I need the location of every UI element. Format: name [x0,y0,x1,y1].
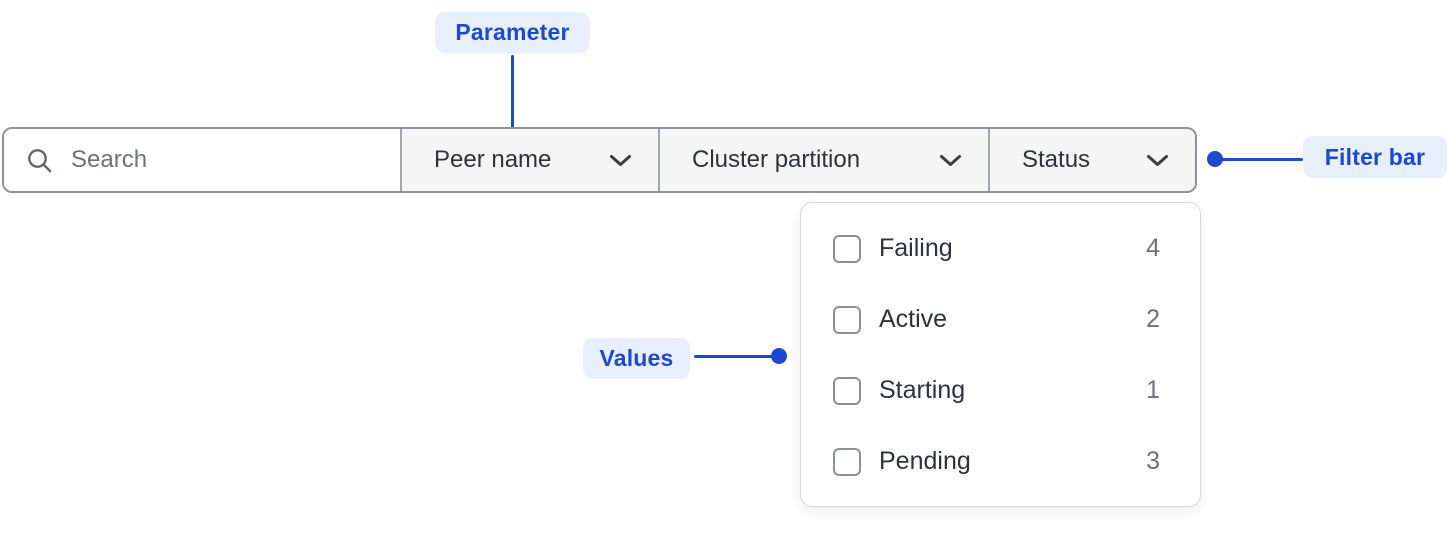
dropdown-status-label: Status [1022,146,1091,173]
search-input[interactable] [71,146,400,174]
dropdown-status[interactable]: Status [988,129,1195,191]
option-label: Pending [879,447,971,475]
status-option-active[interactable]: Active 2 [801,284,1200,355]
option-label: Active [879,305,948,333]
search-segment [4,129,400,191]
annotation-values-label: Values [599,345,674,371]
option-count: 4 [1146,234,1160,262]
annotation-filter-bar-badge: Filter bar [1303,136,1447,178]
option-count: 2 [1146,305,1160,333]
option-count: 3 [1146,447,1160,475]
annotation-parameter-label: Parameter [455,19,570,45]
dropdown-peer-name[interactable]: Peer name [400,129,658,191]
filter-bar-connector-line [1215,158,1303,161]
dropdown-cluster-partition[interactable]: Cluster partition [658,129,988,191]
chevron-down-icon [1147,154,1168,166]
status-option-starting[interactable]: Starting 1 [801,355,1200,426]
option-label: Starting [879,376,966,404]
checkbox-failing[interactable] [833,234,861,263]
dropdown-peer-name-label: Peer name [434,146,552,173]
status-dropdown-panel: Failing 4 Active 2 Starting 1 Pending 3 [800,202,1201,507]
status-option-pending[interactable]: Pending 3 [801,426,1200,497]
status-option-failing[interactable]: Failing 4 [801,213,1200,284]
option-count: 1 [1146,376,1160,404]
annotation-values-badge: Values [583,338,690,379]
annotation-filter-bar-label: Filter bar [1324,143,1426,170]
checkbox-pending[interactable] [833,447,861,476]
option-label: Failing [879,234,953,262]
checkbox-active[interactable] [833,305,861,334]
checkbox-starting[interactable] [833,376,861,405]
annotation-parameter-badge: Parameter [435,12,590,53]
chevron-down-icon [610,154,631,166]
chevron-down-icon [940,154,961,166]
filter-bar: Peer name Cluster partition Status [2,127,1197,193]
dropdown-cluster-partition-label: Cluster partition [692,146,861,173]
search-icon [28,148,52,172]
values-connector-line [694,355,774,358]
values-connector-dot [771,348,787,364]
parameter-connector-line [511,55,514,137]
